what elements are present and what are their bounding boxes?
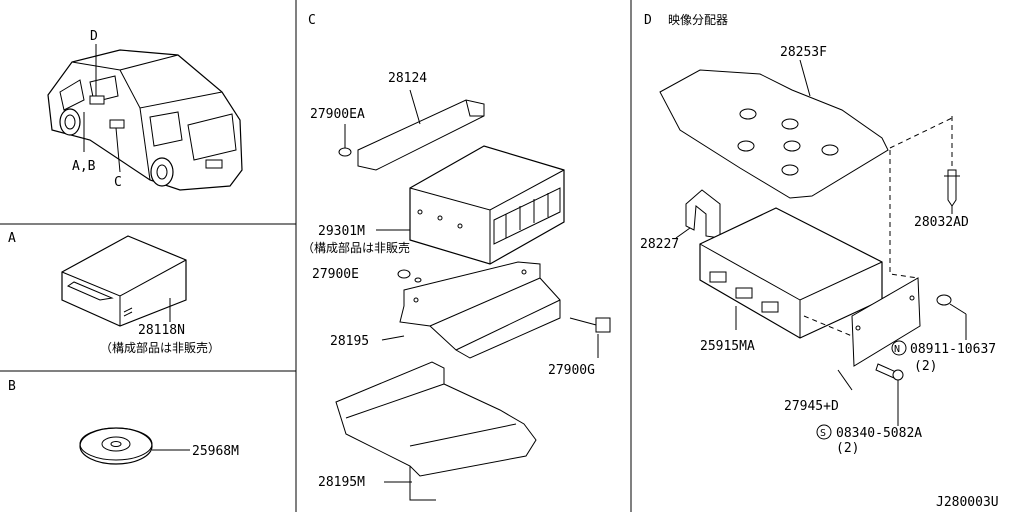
bracket-28124 <box>357 89 485 171</box>
screw-08340-5082A <box>816 363 904 440</box>
nut-27900E <box>397 269 422 283</box>
part-27945D-number: 27945+D <box>784 399 839 414</box>
panel-dividers <box>0 0 632 512</box>
part-28195M-number: 28195M <box>318 475 365 490</box>
bracket-28195 <box>381 261 561 359</box>
callout-c: C <box>114 175 122 190</box>
part-28032AD-number: 28032AD <box>914 215 969 230</box>
callout-d: D <box>90 29 98 44</box>
callout-ab: A,B <box>72 159 96 174</box>
dvd-changer-29301M <box>376 145 565 265</box>
section-a-label: A <box>8 231 16 246</box>
part-27900G-number: 27900G <box>548 363 595 378</box>
document-code: J280003U <box>936 495 999 510</box>
part-27900EA-number: 27900EA <box>310 107 365 122</box>
bracket-28253F <box>659 59 889 199</box>
bolt-27900G <box>569 317 611 358</box>
bracket-28195M <box>335 361 537 501</box>
section-d-label: D <box>644 13 652 28</box>
section-b-label: B <box>8 379 16 394</box>
part-08911-prefix: N <box>894 344 900 355</box>
part-29301M-note: （構成部品は非販売 <box>302 240 410 255</box>
part-25915MA-number: 25915MA <box>700 339 755 354</box>
section-d-title: 映像分配器 <box>668 13 728 27</box>
video-distributor-25915MA <box>699 207 883 339</box>
part-08340-qty: (2) <box>836 441 859 456</box>
part-27900E-number: 27900E <box>312 267 359 282</box>
part-28227-number: 28227 <box>640 237 679 252</box>
clip-28227 <box>675 189 721 239</box>
part-28118N-note: （構成部品は非販売） <box>100 340 220 355</box>
nut-08911-10637 <box>891 294 967 356</box>
part-29301M-number: 29301M <box>318 224 365 239</box>
navigation-dvd-unit <box>61 235 187 327</box>
part-08911-qty: (2) <box>914 359 937 374</box>
part-25968M-number: 25968M <box>192 444 239 459</box>
nut-27900EA <box>338 124 352 157</box>
section-c-label: C <box>308 13 316 28</box>
part-08340-number: 08340-5082A <box>836 426 922 441</box>
map-disc <box>79 427 190 465</box>
part-08911-number: 08911-10637 <box>910 342 996 357</box>
vehicle-illustration <box>47 44 243 191</box>
part-28118N-number: 28118N <box>138 323 185 338</box>
bracket-27945D <box>803 150 921 391</box>
part-28253F-number: 28253F <box>780 45 827 60</box>
part-08340-prefix: S <box>820 428 826 439</box>
screw-28032AD <box>889 116 960 214</box>
part-28124-number: 28124 <box>388 71 427 86</box>
part-28195-number: 28195 <box>330 334 369 349</box>
